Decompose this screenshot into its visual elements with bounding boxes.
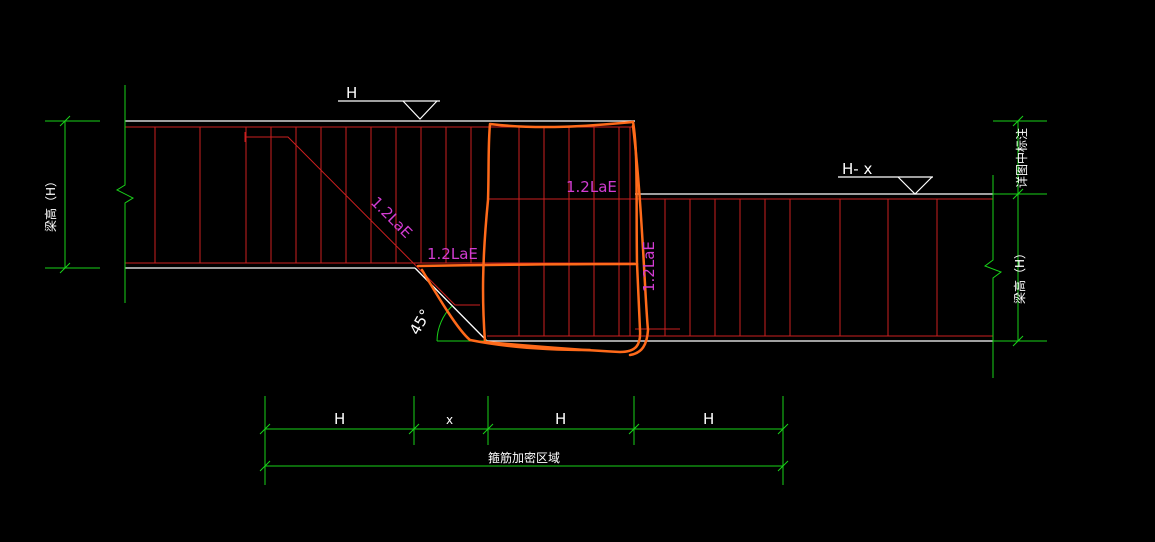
bent-bar <box>245 136 480 306</box>
markup-top-box <box>481 120 642 354</box>
bottom-dim-tick-3 <box>482 423 494 435</box>
bottom-dim-tick-2 <box>408 423 420 435</box>
dense-zone-tick-1 <box>259 460 271 472</box>
level-left-triangle <box>402 100 438 120</box>
anchor-diagonal-label: 1.2LaE <box>367 193 416 242</box>
markup-strokes <box>416 120 650 357</box>
left-break-line <box>115 85 135 303</box>
detail-note-label: 详图中标注 <box>1014 128 1029 188</box>
anchor-top-label: 1.2LaE <box>566 178 617 196</box>
dim-seg-3-label: H <box>555 410 566 428</box>
left-dim-tick-top <box>59 115 71 127</box>
level-right-triangle <box>897 176 933 195</box>
left-dim-tick-bottom <box>59 262 71 274</box>
bottom-dim-tick-4 <box>628 423 640 435</box>
level-right-label: H- x <box>842 160 872 178</box>
rebar-group <box>125 126 993 337</box>
beam-height-right-label: 梁高（H） <box>1012 247 1027 304</box>
markup-mid-line <box>416 262 639 268</box>
level-markers <box>338 100 933 195</box>
markup-right-edge <box>628 124 650 357</box>
right-dim-tick-mid <box>1012 188 1024 200</box>
dim-seg-1-label: H <box>334 410 345 428</box>
dense-zone-label: 箍筋加密区域 <box>488 450 560 465</box>
beam-outline <box>125 120 993 342</box>
angle-arc <box>436 305 453 342</box>
dense-zone-tick-2 <box>777 460 789 472</box>
bottom-dim-tick-5 <box>777 423 789 435</box>
dimension-lines <box>45 85 1047 485</box>
anchor-bottom-label: 1.2LaE <box>427 245 478 263</box>
level-left-label: H <box>346 84 357 102</box>
anchor-vertical-label: 1.2LaE <box>640 241 658 292</box>
right-break-line <box>983 175 1003 378</box>
right-dim-tick-top <box>1012 115 1024 127</box>
bottom-dim-tick-1 <box>259 423 271 435</box>
beam-height-left-label: 梁高（H） <box>43 175 58 232</box>
right-dim-tick-bottom <box>1012 335 1024 347</box>
dim-seg-2-label: x <box>446 413 453 427</box>
dim-seg-4-label: H <box>703 410 714 428</box>
markup-haunch <box>420 268 592 352</box>
angle-label: 45° <box>406 306 435 338</box>
